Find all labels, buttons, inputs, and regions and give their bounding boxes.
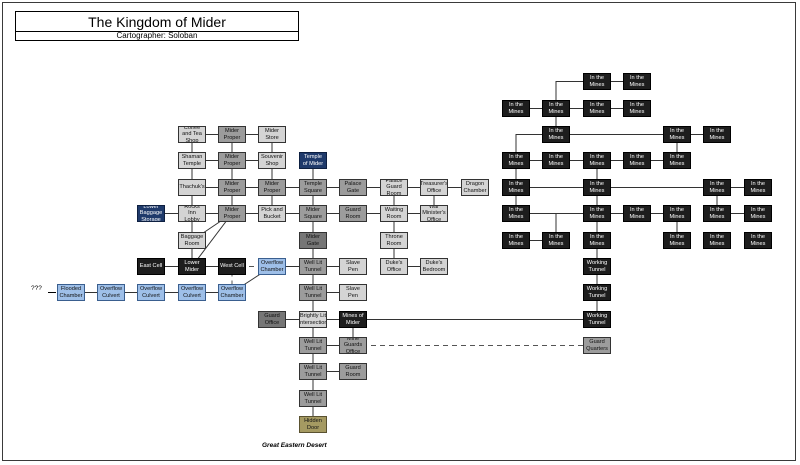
room-mines-10: In the Mines: [502, 152, 530, 169]
room-mines-17: In the Mines: [703, 179, 731, 196]
room-mines-14: In the Mines: [663, 152, 691, 169]
room-working-tunnel-3: Working Tunnel: [583, 311, 611, 328]
room-mines-20: In the Mines: [583, 205, 611, 222]
room-mines-26: In the Mines: [542, 232, 570, 249]
unknown-marker: ???: [31, 285, 42, 292]
room-mines-28: In the Mines: [663, 232, 691, 249]
room-guard-quarters: Guard Quarters: [583, 337, 611, 354]
room-mines-4: In the Mines: [542, 100, 570, 117]
room-shaman-temple: Shaman Temple: [178, 152, 206, 169]
room-dukes-bedroom: Duke's Bedroom: [420, 258, 448, 275]
room-mines-23: In the Mines: [703, 205, 731, 222]
room-waiting-room: Waiting Room: [380, 205, 408, 222]
room-mines-27: In the Mines: [583, 232, 611, 249]
room-mider-store: Mider Store: [258, 126, 286, 143]
room-well-lit-4: Well Lit Tunnel: [299, 363, 327, 380]
room-guard-room-1: Guard Room: [339, 205, 367, 222]
room-mines-15: In the Mines: [502, 179, 530, 196]
room-treasurers-office: Treasurer's Office: [420, 179, 448, 196]
room-mines-3: In the Mines: [502, 100, 530, 117]
diagonal-connection-line: [191, 213, 233, 267]
room-palace-guard-room: Palace Guard Room: [380, 179, 408, 196]
map-title: The Kingdom of Mider: [16, 13, 298, 32]
room-coffee-tea: Coffee and Tea Shop: [178, 126, 206, 143]
room-overflow-chamber-2: Overflow Chamber: [218, 284, 246, 301]
room-guard-room-2: Guard Room: [339, 363, 367, 380]
room-flooded-chamber: Flooded Chamber: [57, 284, 85, 301]
room-mine-guards-office: Mine Guards Office: [339, 337, 367, 354]
room-mines-9: In the Mines: [703, 126, 731, 143]
room-temple-of-mider: Temple of Mider: [299, 152, 327, 169]
room-overflow-culvert-3: Overflow Culvert: [178, 284, 206, 301]
room-mines-30: In the Mines: [744, 232, 772, 249]
title-block: The Kingdom of Mider Cartographer: Solob…: [15, 11, 299, 41]
room-mider-proper-1: Mider Proper: [218, 126, 246, 143]
room-mines-13: In the Mines: [623, 152, 651, 169]
room-mider-square: Mider Square: [299, 205, 327, 222]
room-mider-gate: Mider Gate: [299, 232, 327, 249]
room-mines-2: In the Mines: [623, 73, 651, 90]
room-slave-pen-2: Slave Pen: [339, 284, 367, 301]
room-thachuks: Thachuk's: [178, 179, 206, 196]
room-east-cell: East Cell: [137, 258, 165, 275]
room-well-lit-5: Well Lit Tunnel: [299, 390, 327, 407]
room-mines-8: In the Mines: [663, 126, 691, 143]
room-mines-of-mider: Mines of Mider: [339, 311, 367, 328]
room-throne-room: Throne Room: [380, 232, 408, 249]
room-temple-square: Temple Square: [299, 179, 327, 196]
room-palace-gate: Palace Gate: [339, 179, 367, 196]
room-lower-baggage: Lower Baggage Storage: [137, 205, 165, 222]
room-lower-mider: Lower Mider: [178, 258, 206, 275]
room-mines-21: In the Mines: [623, 205, 651, 222]
room-overflow-culvert-2: Overflow Culvert: [137, 284, 165, 301]
room-mines-24: In the Mines: [744, 205, 772, 222]
room-dukes-office: Duke's Office: [380, 258, 408, 275]
room-slave-pen-1: Slave Pen: [339, 258, 367, 275]
room-mider-proper-4: Mider Proper: [258, 179, 286, 196]
room-souvenir-shop: Souvenir Shop: [258, 152, 286, 169]
room-mines-18: In the Mines: [744, 179, 772, 196]
room-mines-12: In the Mines: [583, 152, 611, 169]
room-well-lit-2: Well Lit Tunnel: [299, 284, 327, 301]
room-mines-6: In the Mines: [623, 100, 651, 117]
room-working-tunnel-2: Working Tunnel: [583, 284, 611, 301]
room-working-tunnel-1: Working Tunnel: [583, 258, 611, 275]
cartographer-credit: Cartographer: Soloban: [116, 31, 198, 40]
exit-label: Great Eastern Desert: [262, 442, 327, 449]
room-guard-office: Guard Office: [258, 311, 286, 328]
room-well-lit-1: Well Lit Tunnel: [299, 258, 327, 275]
room-mines-11: In the Mines: [542, 152, 570, 169]
room-brightly-lit: Brightly Lit Intersection: [299, 311, 327, 328]
room-mider-proper-2: Mider Proper: [218, 152, 246, 169]
room-overflow-chamber-1: Overflow Chamber: [258, 258, 286, 275]
room-mider-proper-3: Mider Proper: [218, 179, 246, 196]
room-west-cell: West Cell: [218, 258, 246, 275]
room-mines-7: In the Mines: [542, 126, 570, 143]
room-mines-22: In the Mines: [663, 205, 691, 222]
room-mines-25: In the Mines: [502, 232, 530, 249]
room-overflow-culvert-1: Overflow Culvert: [97, 284, 125, 301]
room-rocks-inn: Rocks Inn Lobby: [178, 205, 206, 222]
room-mines-16: In the Mines: [583, 179, 611, 196]
room-mines-5: In the Mines: [583, 100, 611, 117]
room-war-ministers: War Minister's Office: [420, 205, 448, 222]
room-mines-1: In the Mines: [583, 73, 611, 90]
leader-line: [48, 292, 56, 293]
room-baggage-room: Baggage Room: [178, 232, 206, 249]
room-well-lit-3: Well Lit Tunnel: [299, 337, 327, 354]
map-frame: [2, 2, 796, 461]
room-mines-19: In the Mines: [502, 205, 530, 222]
room-mider-proper-5: Mider Proper: [218, 205, 246, 222]
room-hidden-door: Hidden Door: [299, 416, 327, 433]
room-pick-and-bucket: Pick and Bucket: [258, 205, 286, 222]
room-dragon-chamber: Dragon Chamber: [461, 179, 489, 196]
room-mines-29: In the Mines: [703, 232, 731, 249]
